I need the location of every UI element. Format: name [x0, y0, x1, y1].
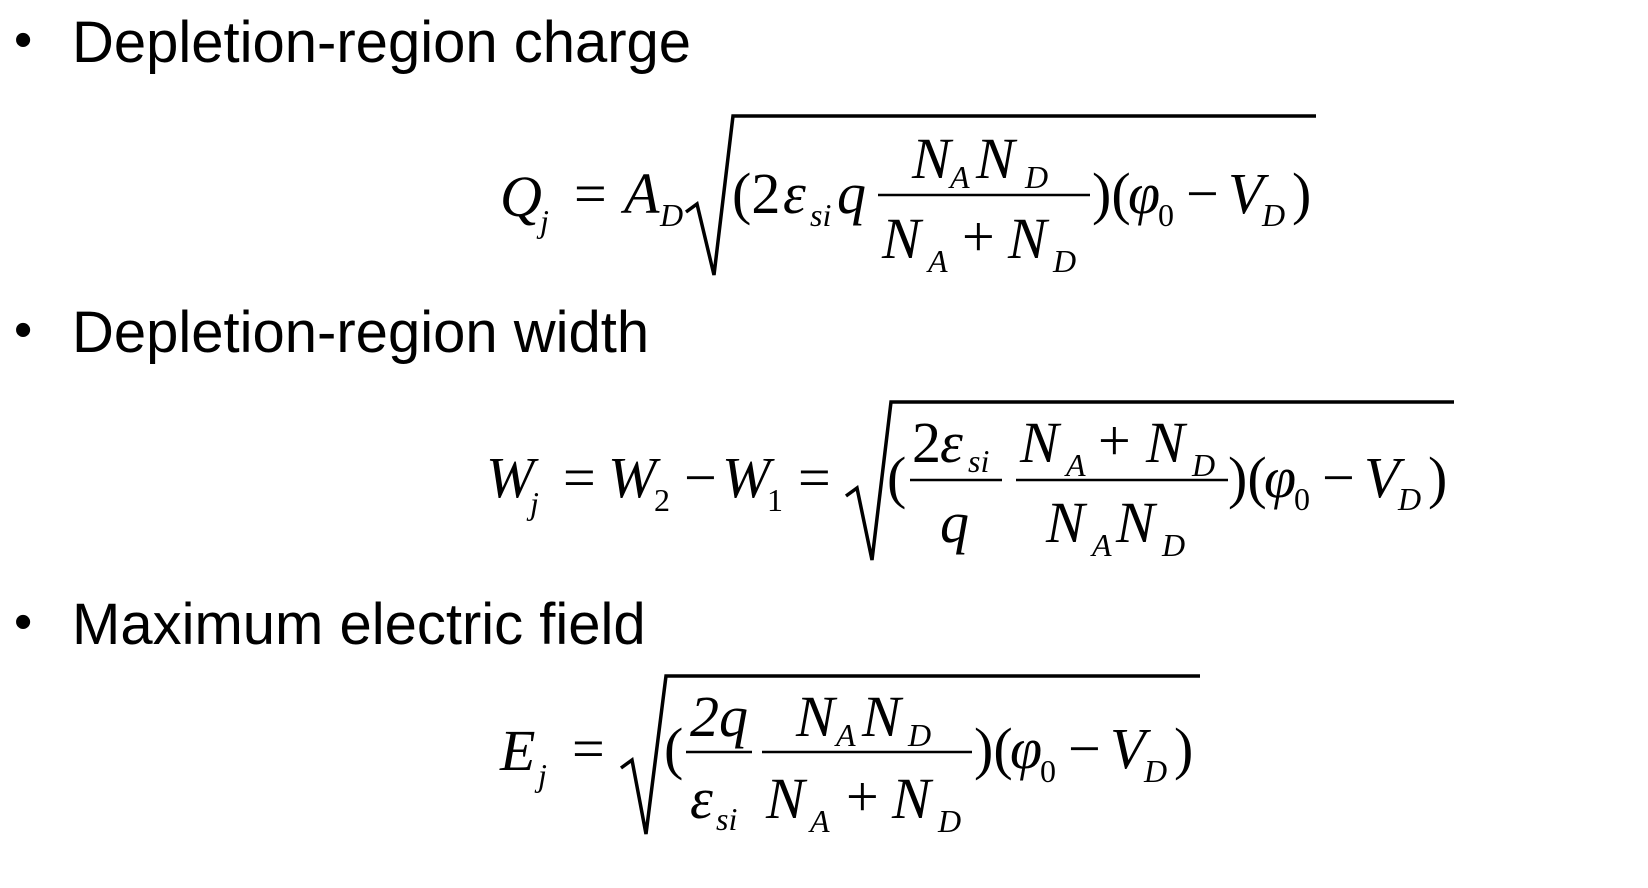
eq-paren-close: )	[1292, 161, 1311, 226]
eq-symbol-V: V	[1228, 161, 1270, 226]
eq-subscript: D	[1397, 481, 1421, 517]
eq-subscript: D	[1261, 197, 1285, 233]
eq-subscript: 0	[1158, 197, 1174, 233]
eq-paren-close-open: )(	[1092, 161, 1131, 226]
eq-symbol-V: V	[1110, 716, 1152, 781]
eq-subscript: A	[926, 243, 948, 279]
eq-subscript: D	[1052, 243, 1076, 279]
eq-symbol-N: N	[1019, 410, 1062, 475]
eq-symbol-Q: Q	[500, 164, 542, 229]
bullet-dot: •	[14, 593, 33, 651]
eq-symbol-N: N	[911, 126, 954, 191]
eq-symbol-N: N	[891, 766, 934, 831]
equation-charge: Q j = A D (2 ε si q N A N D N A + N D )(…	[500, 114, 1316, 279]
eq-subscript: D	[1143, 753, 1167, 789]
eq-subscript: D	[659, 197, 683, 233]
eq-subscript: j	[534, 757, 547, 793]
eq-symbol-N: N	[975, 126, 1018, 191]
eq-equals: =	[798, 445, 831, 510]
eq-symbol-W: W	[486, 445, 539, 510]
eq-subscript: A	[1064, 447, 1086, 483]
eq-paren-open: (	[664, 716, 683, 781]
eq-digit-2: 2	[912, 410, 941, 475]
eq-paren-close: )	[1174, 716, 1193, 781]
bullet-dot: •	[14, 301, 33, 359]
eq-symbol-A: A	[620, 161, 660, 226]
eq-subscript: 2	[654, 482, 670, 518]
eq-paren-close-open: )(	[974, 716, 1013, 781]
eq-symbol-epsilon: ε	[940, 410, 963, 475]
eq-numerator-2q: 2q	[690, 684, 748, 749]
eq-symbol-epsilon: ε	[690, 766, 713, 831]
eq-symbol-phi: φ	[1128, 161, 1160, 226]
eq-subscript: si	[810, 197, 831, 233]
eq-paren-open: (2	[732, 161, 780, 226]
sqrt-radical	[684, 114, 1316, 276]
eq-symbol-phi: φ	[1010, 716, 1042, 781]
eq-paren-open: (	[887, 445, 906, 510]
eq-symbol-W: W	[722, 445, 775, 510]
eq-equals: =	[574, 161, 607, 226]
eq-subscript: A	[948, 159, 970, 195]
eq-symbol-N: N	[861, 684, 904, 749]
eq-symbol-N: N	[765, 766, 808, 831]
eq-symbol-N: N	[795, 684, 838, 749]
eq-symbol-W: W	[608, 445, 661, 510]
eq-symbol-E: E	[499, 718, 535, 783]
eq-plus: +	[1098, 408, 1131, 473]
eq-symbol-N: N	[1145, 410, 1188, 475]
eq-subscript: D	[1161, 527, 1185, 563]
eq-subscript: D	[937, 803, 961, 839]
bullet-dot: •	[14, 11, 33, 69]
eq-equals: =	[572, 716, 605, 781]
eq-subscript: j	[526, 485, 539, 521]
eq-symbol-N: N	[881, 206, 924, 271]
eq-symbol-N: N	[1115, 490, 1158, 555]
eq-symbol-q: q	[837, 161, 866, 226]
bullet-label: Depletion-region charge	[72, 10, 692, 75]
eq-symbol-epsilon: ε	[783, 161, 806, 226]
eq-subscript: D	[907, 717, 931, 753]
eq-equals: =	[563, 445, 596, 510]
eq-minus: −	[1068, 716, 1101, 781]
eq-subscript: si	[716, 801, 737, 837]
eq-subscript: si	[968, 443, 989, 479]
equation-width: W j = W 2 − W 1 = ( 2 ε si q N A + N D N…	[486, 400, 1454, 563]
equation-field: E j = ( 2q ε si N A N D N A + N D )( φ 0…	[499, 674, 1200, 839]
eq-minus: −	[1186, 161, 1219, 226]
bullet-label: Depletion-region width	[72, 300, 650, 365]
eq-plus: +	[846, 764, 879, 829]
eq-subscript: D	[1024, 159, 1048, 195]
eq-subscript: 0	[1040, 753, 1056, 789]
eq-paren-close: )	[1428, 445, 1447, 510]
eq-subscript: 0	[1294, 481, 1310, 517]
eq-subscript: A	[808, 803, 830, 839]
eq-minus: −	[1322, 445, 1355, 510]
eq-paren-close-open: )(	[1228, 445, 1267, 510]
eq-subscript: A	[1090, 527, 1112, 563]
sqrt-radical	[844, 400, 1454, 561]
eq-plus: +	[962, 204, 995, 269]
sqrt-radical	[619, 674, 1200, 835]
eq-subscript: 1	[767, 482, 783, 518]
eq-minus: −	[684, 445, 717, 510]
eq-subscript: j	[536, 203, 549, 239]
eq-symbol-N: N	[1045, 490, 1088, 555]
eq-subscript: D	[1191, 447, 1215, 483]
eq-subscript: A	[834, 717, 856, 753]
eq-symbol-q: q	[940, 490, 969, 555]
eq-symbol-N: N	[1007, 206, 1050, 271]
bullet-label: Maximum electric field	[72, 592, 646, 657]
eq-symbol-V: V	[1364, 445, 1406, 510]
eq-symbol-phi: φ	[1264, 445, 1296, 510]
